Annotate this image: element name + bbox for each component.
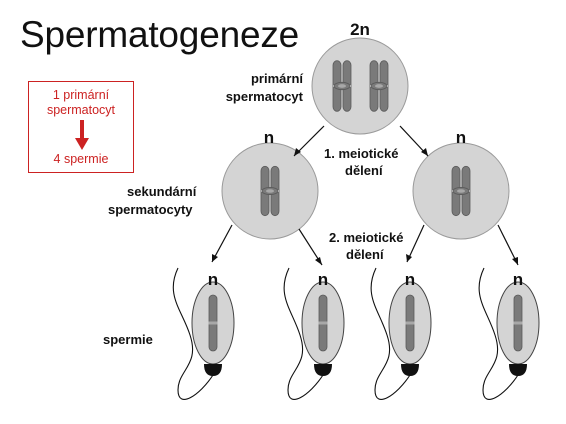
sperm-cell-4: [478, 267, 539, 400]
label-secondary-line2: spermatocyty: [108, 202, 193, 217]
ploidy-sperm-4: n: [512, 270, 524, 289]
ploidy-secondary-left: n: [263, 128, 275, 147]
label-second-division-line2: dělení: [346, 247, 384, 262]
label-secondary-line1: sekundární: [127, 184, 197, 199]
label-primary-line2: spermatocyt: [225, 89, 303, 104]
ploidy-sperm-1: n: [207, 270, 219, 289]
sperm-cell-3: [370, 267, 431, 400]
summary-bottom: 4 spermie: [53, 152, 109, 166]
ploidy-secondary-right: n: [455, 128, 467, 147]
label-sperm: spermie: [103, 332, 153, 347]
secondary-spermatocyte-right: [412, 142, 510, 240]
secondary-spermatocyte-left: [221, 142, 319, 240]
label-first-division-line2: dělení: [345, 163, 383, 178]
ploidy-sperm-3: n: [404, 270, 416, 289]
summary-top-line2: spermatocyt: [46, 103, 116, 117]
primary-spermatocyte: [311, 37, 409, 135]
page-title: Spermatogeneze: [20, 14, 299, 55]
arrow-right-to-sperm-3: [406, 224, 425, 263]
label-first-division-line1: 1. meiotické: [324, 146, 399, 161]
summary-top-line1: 1 primární: [52, 88, 110, 102]
primary-cell: [311, 37, 409, 135]
sperm-cell-2: [283, 267, 344, 400]
down-arrow-icon: [75, 120, 89, 150]
ploidy-sperm-2: n: [317, 270, 329, 289]
division-arrows: [211, 125, 519, 266]
label-second-division-line1: 2. meiotické: [329, 230, 404, 245]
summary-box: 1 primární spermatocyt 4 spermie: [28, 81, 134, 173]
label-primary-line1: primární: [250, 71, 303, 86]
sperm-cell-1: [172, 267, 234, 400]
ploidy-primary: 2n: [350, 20, 370, 39]
